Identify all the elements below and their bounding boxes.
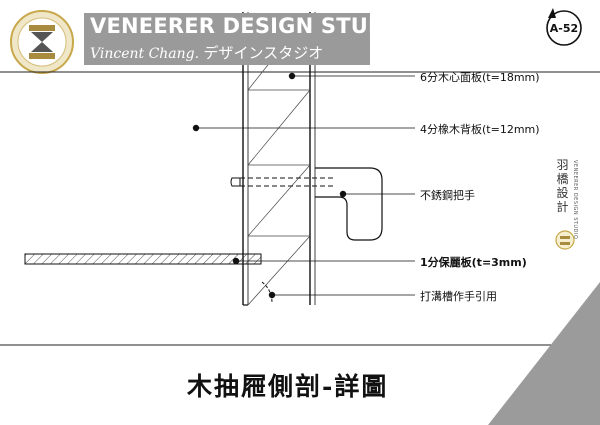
callout-finger-groove: 打溝槽作手引用 <box>420 290 497 303</box>
drawer-bottom-board <box>24 253 262 265</box>
brand-subtitle-en: Vincent Chang. <box>90 46 200 62</box>
sheet-number: A-52 <box>549 22 579 35</box>
callout-handle: 不銹鋼把手 <box>420 189 475 202</box>
brand-title: VENEERER DESIGN STUDIO. <box>90 14 420 38</box>
side-brand-name-en: VENEERER DESIGN STUDIO <box>572 160 578 240</box>
finger-groove <box>261 281 273 304</box>
callout-oak-back: 4分橡木背板(t=12mm) <box>420 123 540 136</box>
studio-logo-emblem <box>10 10 74 74</box>
callout-leaders <box>196 75 415 296</box>
side-brand-name: 羽橋設計 <box>556 158 570 214</box>
stainless-handle <box>230 167 383 241</box>
brand-subtitle-jp: デザインスタジオ <box>203 44 324 62</box>
callout-poly-board: 1分保麗板(t=3mm) <box>420 256 527 269</box>
callout-face-board: 6分木心面板(t=18mm) <box>420 71 540 84</box>
sheet-number-badge <box>546 8 582 46</box>
corner-triangle <box>488 282 600 425</box>
side-brand-emblem <box>555 230 575 250</box>
callout-dots <box>192 72 347 299</box>
brand-banner <box>84 13 370 65</box>
brand-subtitle: Vincent Chang. デザインスタジオ <box>90 42 323 63</box>
drawing-caption: 木抽屜側剖-詳圖 <box>187 372 389 401</box>
